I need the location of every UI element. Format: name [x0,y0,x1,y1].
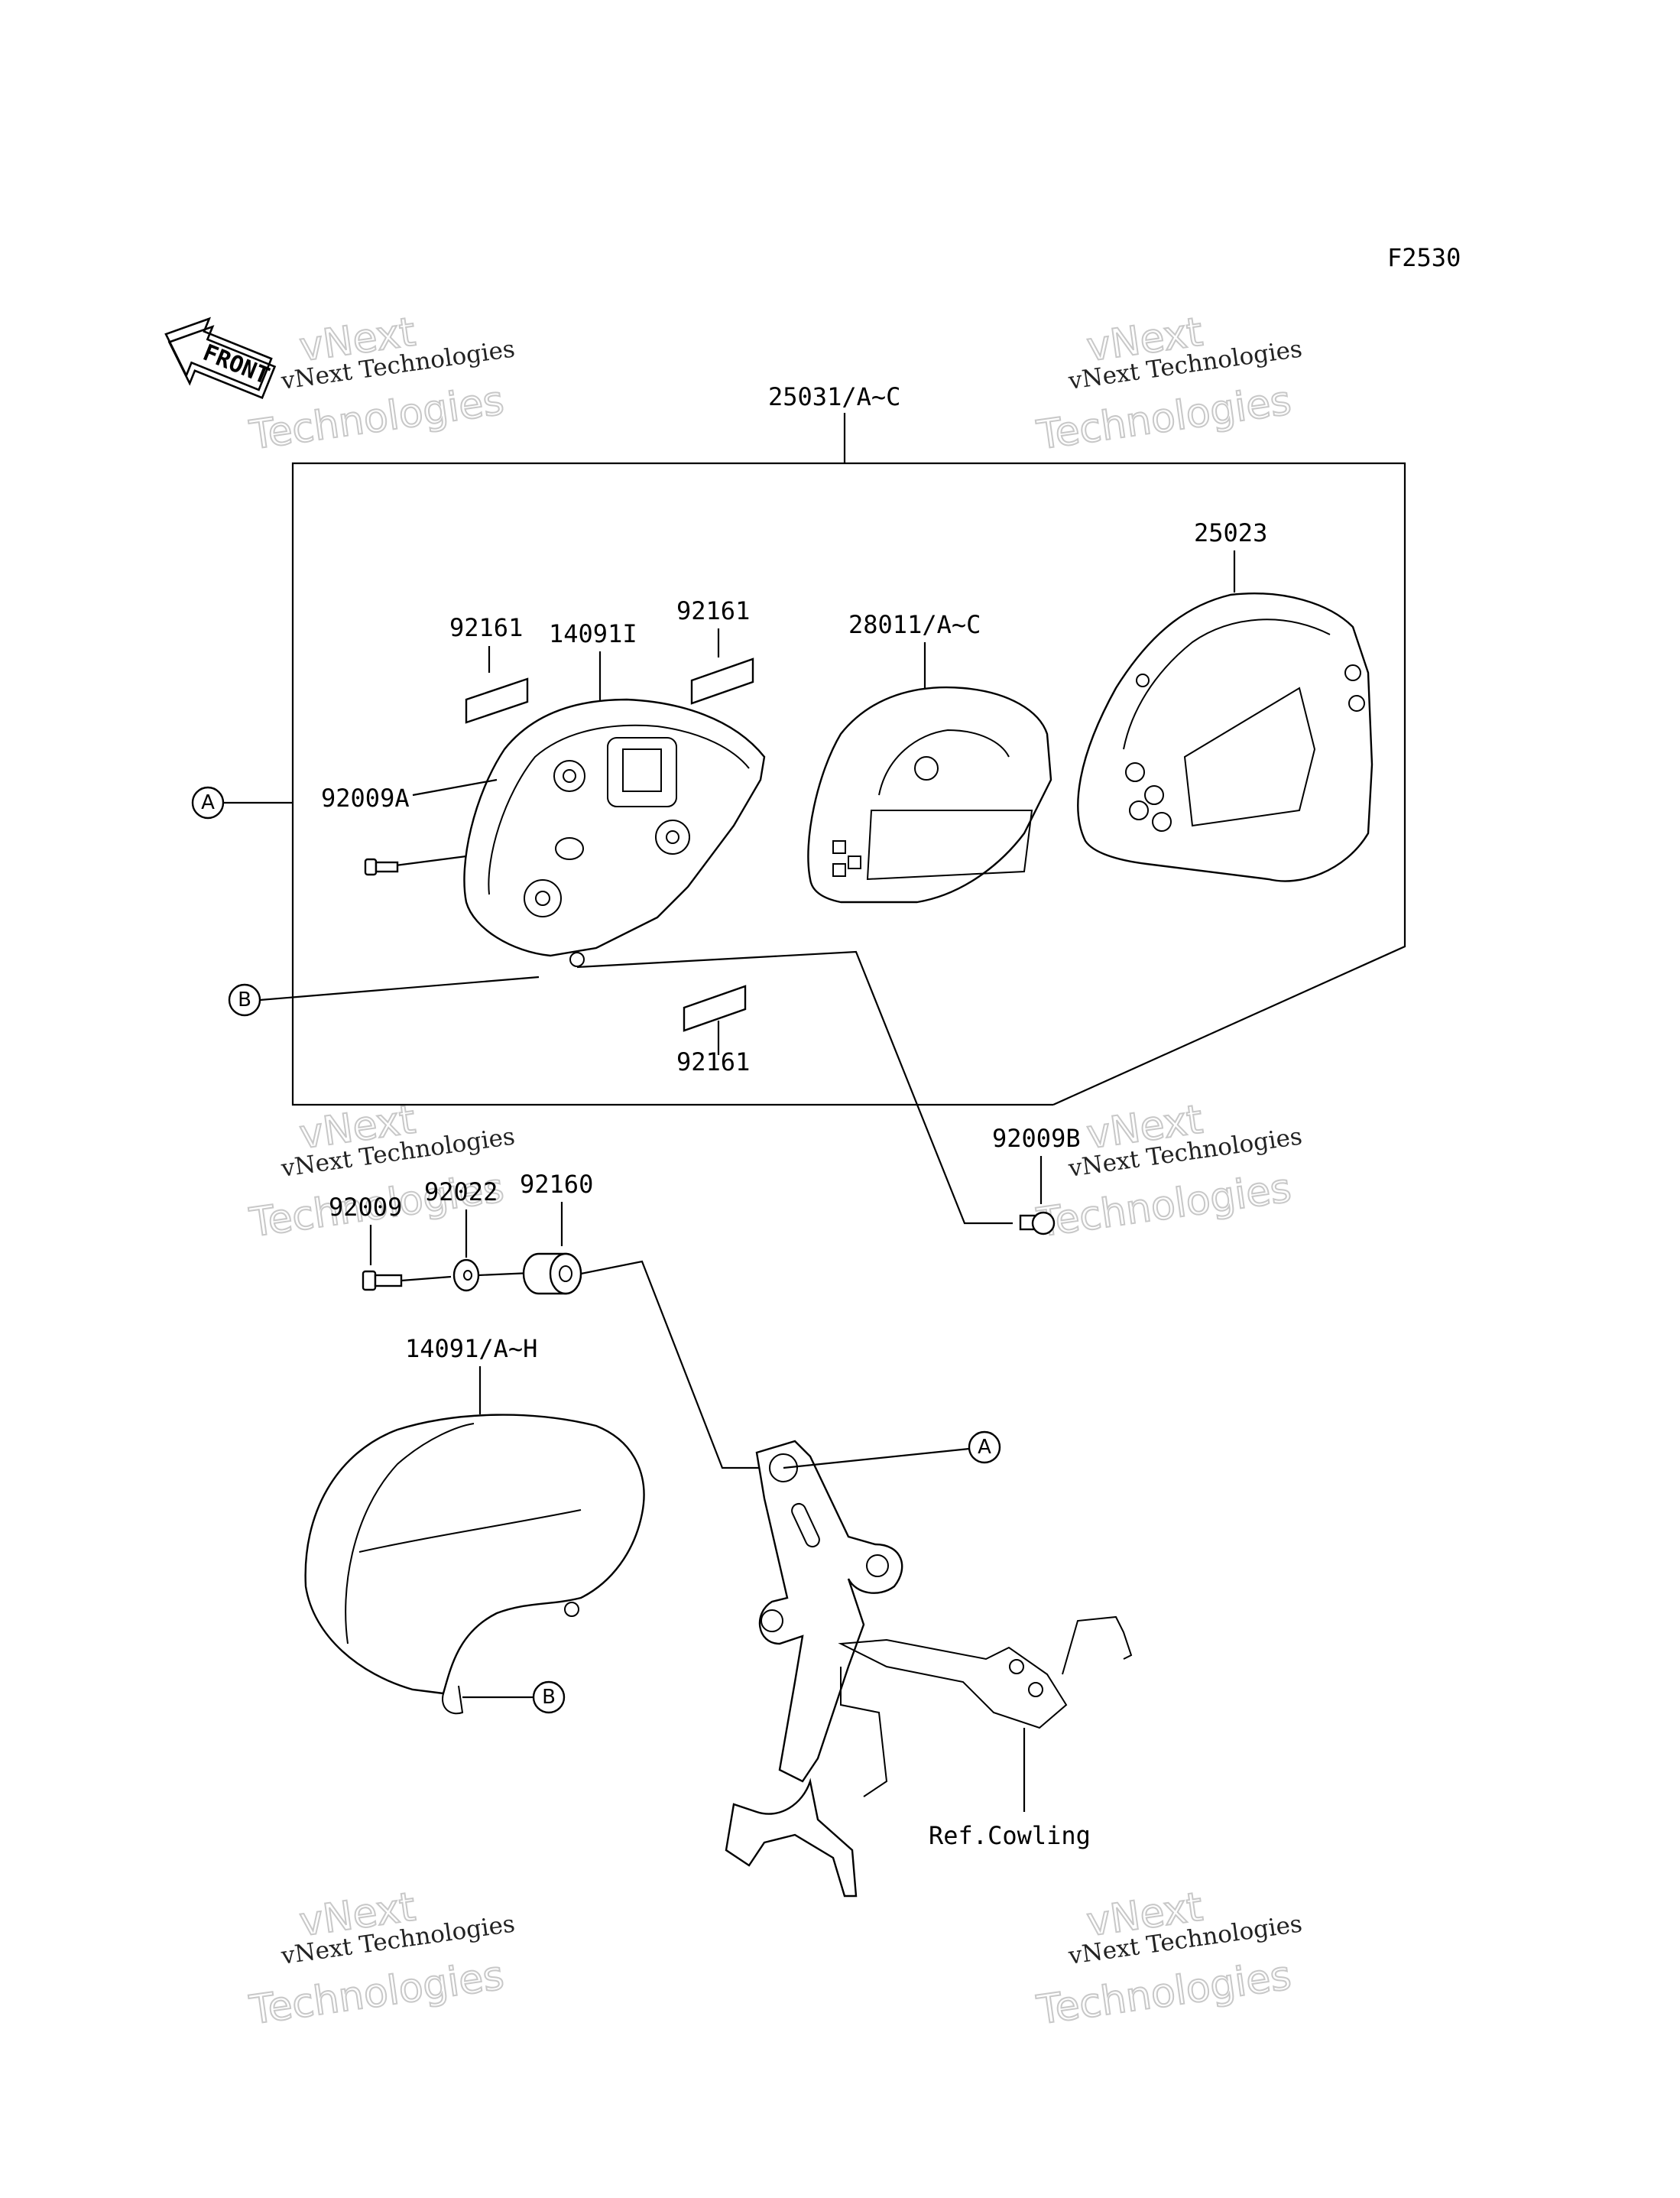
part-92009a: 92009A [321,784,410,813]
outer-cover [304,1414,645,1715]
axis-washer-damper [478,1271,532,1277]
callout-a-right-label: A [978,1436,991,1459]
callout-a-left-label: A [201,791,215,814]
leader-92009a [412,778,498,797]
screw-92009 [362,1270,403,1291]
part-14091i: 14091I [549,619,637,648]
watermark-top-left: vNext vNext Technologies Technologies [246,308,517,459]
callout-b-left-label: B [238,989,251,1011]
watermark-mid-right: vNext vNext Technologies Technologies [1033,1096,1304,1247]
part-92009b: 92009B [992,1124,1081,1153]
meter-case [463,698,766,967]
watermark-bottom-left: vNext vNext Technologies Technologies [246,1883,517,2034]
watermark-mid-left: vNext vNext Technologies Technologies [246,1096,517,1247]
part-25023: 25023 [1194,518,1267,547]
axis-screw-washer [401,1275,452,1282]
watermark-bottom-right: vNext vNext Technologies Technologies [1033,1883,1304,2034]
leader-damper-to-bracket [580,1260,772,1469]
leader-callout-b [259,976,540,1002]
part-25031: 25031/A~C [768,382,900,411]
part-28011: 28011/A~C [848,610,981,639]
part-92009: 92009 [329,1193,402,1222]
leader-92009b-path [576,950,1013,1225]
part-92160: 92160 [520,1170,593,1199]
meter-cover [1077,593,1374,882]
meter-bracket [725,1440,1133,1898]
screw-a-axis [389,855,467,868]
callout-a-left [191,786,225,820]
washer-92022 [452,1258,480,1292]
part-14091: 14091/A~H [405,1334,537,1363]
ref-cowling-note: Ref.Cowling [929,1821,1091,1850]
callout-b-left [228,983,261,1017]
screw-b [1019,1211,1056,1235]
callout-a-right [968,1430,1001,1464]
part-92161-left: 92161 [449,613,523,642]
assembly-bracket [291,462,1406,1106]
front-arrow-icon: FRONT [164,317,277,400]
diagram-code: F2530 [1387,243,1461,272]
callout-b-bottom-label: B [542,1686,556,1709]
screw-a [364,858,399,876]
part-92161-bottom: 92161 [676,1047,750,1076]
damper-92160 [522,1252,582,1295]
watermark-top-right: vNext vNext Technologies Technologies [1033,308,1304,459]
seal-left [465,677,529,724]
callout-b-bottom [532,1680,566,1714]
meter-unit [807,686,1052,904]
part-92161-right: 92161 [676,596,750,625]
part-92022: 92022 [424,1177,498,1206]
seal-bottom [683,985,747,1032]
seal-right [690,657,754,705]
leader-callout-a-right [783,1447,970,1469]
